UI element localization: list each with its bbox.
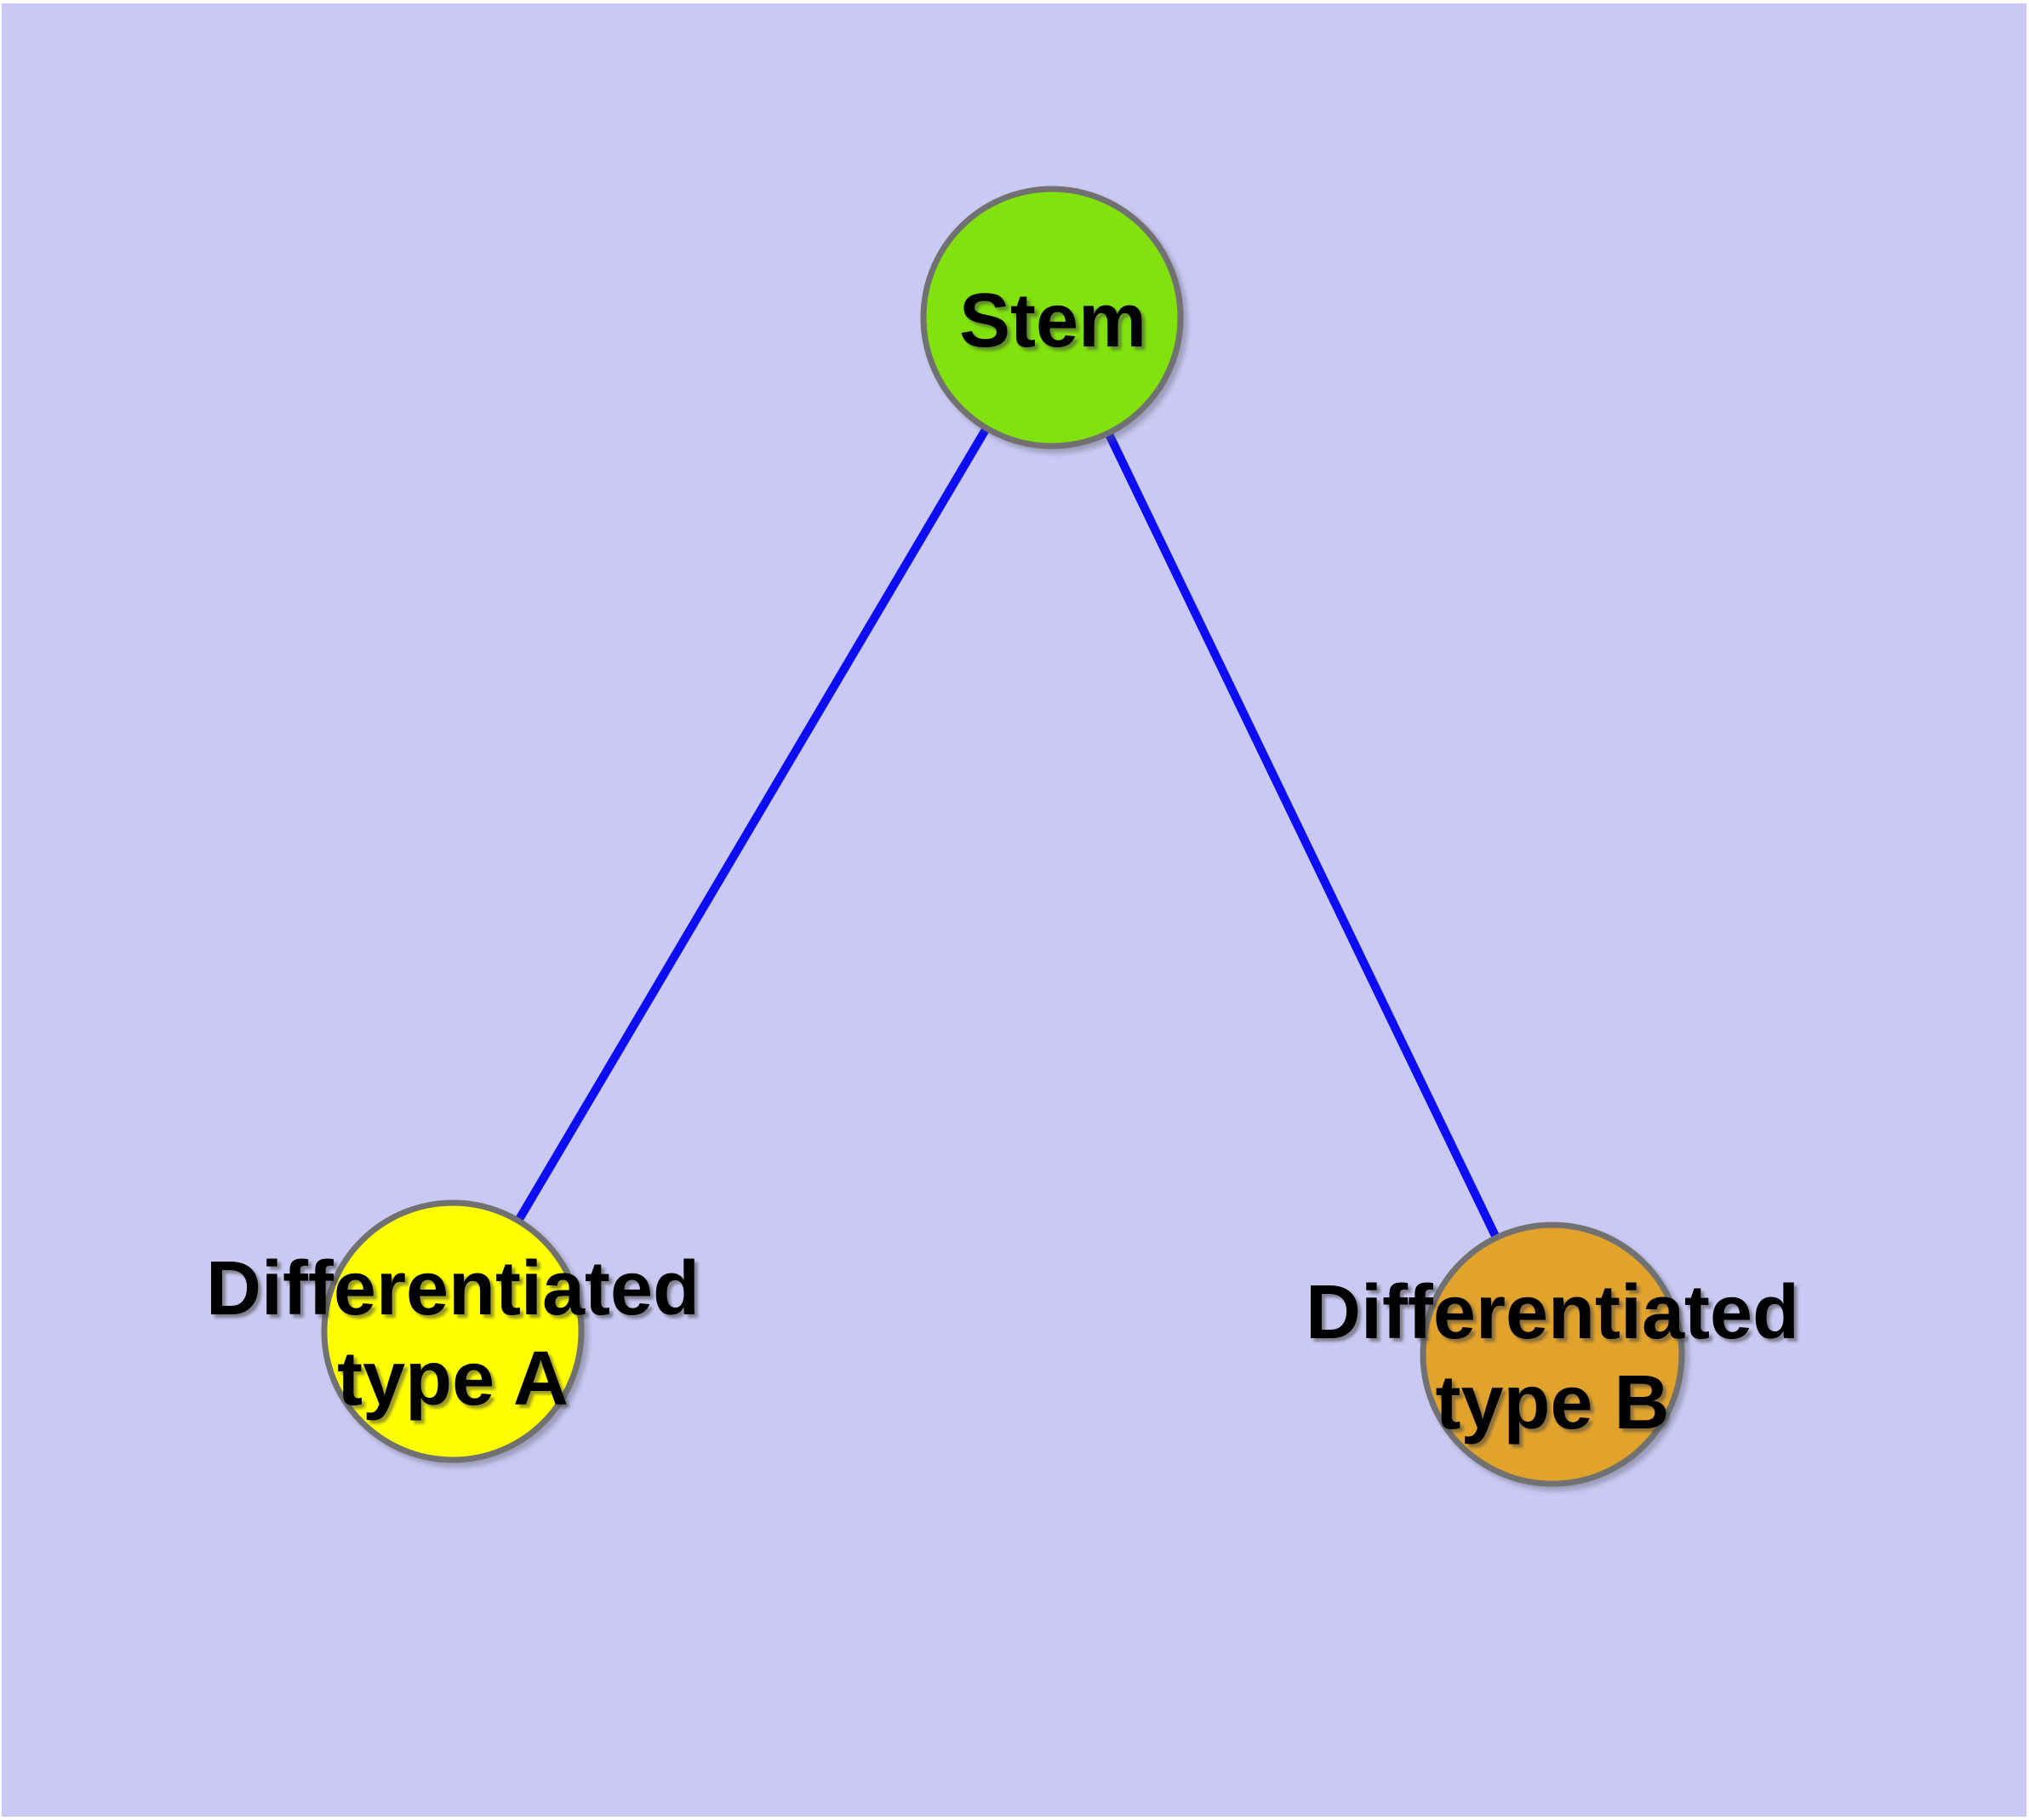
- edge-stem-to-differentiated-type-a[interactable]: [514, 426, 991, 1223]
- node-differentiated-type-a-circle[interactable]: [321, 1199, 585, 1463]
- node-differentiated-type-b-circle[interactable]: [1420, 1222, 1685, 1487]
- node-differentiated-type-b-label-line1: Differentiated: [1306, 1270, 1799, 1355]
- node-differentiated-type-a-label-line2: type A: [337, 1336, 569, 1422]
- node-stem: Stem: [920, 186, 1184, 449]
- node-differentiated-type-b: Differentiated type B: [1306, 1222, 1799, 1487]
- node-differentiated-type-a-label-line1: Differentiated: [206, 1246, 700, 1331]
- edge-stem-to-differentiated-type-b[interactable]: [1105, 432, 1500, 1240]
- node-stem-circle[interactable]: [920, 186, 1184, 449]
- node-stem-label: Stem: [959, 278, 1146, 363]
- node-differentiated-type-b-label-line2: type B: [1435, 1360, 1669, 1445]
- node-differentiated-type-a: Differentiated type A: [206, 1199, 700, 1463]
